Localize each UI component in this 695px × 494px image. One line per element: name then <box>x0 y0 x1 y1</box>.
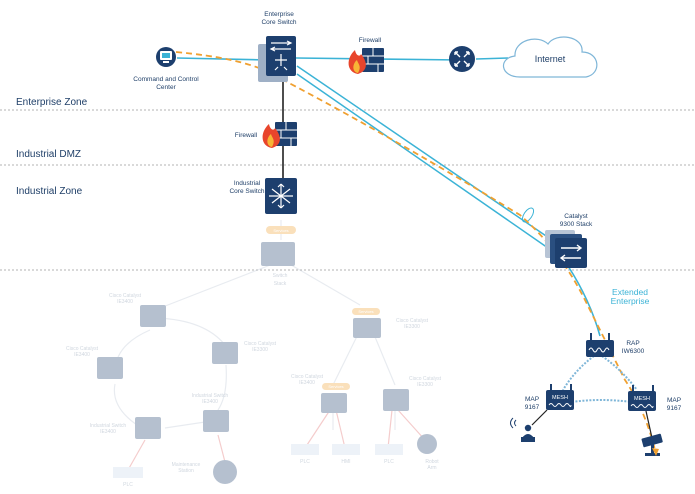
command-center[interactable]: Command and Control Center <box>133 47 199 91</box>
link-aggregation-ring <box>521 207 535 223</box>
catalyst-9300-stack[interactable]: Catalyst 9300 Stack <box>545 213 593 268</box>
map-9167-right[interactable]: MESH MAP 9167 <box>628 385 682 412</box>
zone-label-enterprise: Enterprise Zone <box>16 97 88 108</box>
extended-enterprise-label-2: Enterprise <box>611 296 650 306</box>
faded-ie3300-c-2: IE3300 <box>417 382 433 388</box>
data-path-arrowhead <box>652 448 659 456</box>
rap-label-1: RAP <box>626 340 639 347</box>
map-left-label-1: MAP <box>525 396 539 403</box>
faded-hmi: HMI <box>341 459 350 465</box>
worker-icon[interactable] <box>510 417 536 442</box>
command-center-label-1: Command and Control <box>133 76 199 83</box>
mesh-links <box>562 355 638 403</box>
faded-plc-1: PLC <box>123 482 133 488</box>
map-9167-left[interactable]: MESH MAP 9167 <box>525 384 574 411</box>
faded-indswitch-b-1: Industrial Switch <box>90 423 127 429</box>
faded-ie3300-a-1: Cisco Catalyst <box>244 341 277 347</box>
faded-maintenance-1: Maintenance <box>172 462 201 468</box>
catalyst-label-2: 9300 Stack <box>560 221 593 228</box>
faded-robot-2: Arm <box>427 465 436 471</box>
camera-icon[interactable] <box>641 433 663 456</box>
link-core-to-catalyst-a <box>296 65 553 241</box>
core-switch-label-2: Core Switch <box>261 19 296 26</box>
rap-label-2: IW6300 <box>622 348 645 355</box>
faded-indswitch-a-1: Industrial Switch <box>192 393 229 399</box>
faded-ie3400-c-2: IE3400 <box>299 380 315 386</box>
mesh-label-right: MESH <box>634 396 650 402</box>
faded-ie3300-a-2: IE3300 <box>252 347 268 353</box>
faded-pill-1: Services <box>273 228 288 233</box>
faded-ie3400-c-1: Cisco Catalyst <box>291 374 324 380</box>
enterprise-core-switch[interactable]: Enterprise Core Switch <box>258 11 297 82</box>
zone-label-industrial: Industrial Zone <box>16 186 83 197</box>
link-router-to-internet <box>475 57 509 60</box>
internet-label: Internet <box>535 54 566 64</box>
faded-ie3400-b-2: IE3400 <box>74 352 90 358</box>
faded-indswitch-b-2: IE3400 <box>100 429 116 435</box>
industrial-core-label-2: Core Switch <box>229 188 264 195</box>
faded-indswitch-a-2: IE3400 <box>202 399 218 405</box>
faded-ie3400-a-1: Cisco Catalyst <box>109 293 142 299</box>
firewall-dmz[interactable]: Firewall <box>235 122 297 148</box>
industrial-core-label-1: Industrial <box>234 180 261 187</box>
catalyst-label-1: Catalyst <box>564 213 588 220</box>
link-core-to-command <box>176 57 268 61</box>
map-right-label-2: 9167 <box>667 405 682 412</box>
faded-label-switch-stack-2: Stack <box>274 281 287 287</box>
mesh-label-left: MESH <box>552 395 568 401</box>
link-catalyst-to-rap <box>567 265 601 337</box>
zone-label-dmz: Industrial DMZ <box>16 149 81 160</box>
internet-cloud[interactable]: Internet <box>503 36 598 78</box>
map-left-label-2: 9167 <box>525 404 540 411</box>
extended-enterprise-label-1: Extended <box>612 287 648 297</box>
firewall-top-label: Firewall <box>359 37 382 44</box>
industrial-core-switch[interactable]: Industrial Core Switch <box>229 178 297 214</box>
firewall-dmz-label: Firewall <box>235 132 258 139</box>
rap-iw6300[interactable]: RAP IW6300 <box>586 333 645 357</box>
link-map-to-camera <box>645 410 653 439</box>
faded-maintenance-2: Station <box>178 468 194 474</box>
router[interactable] <box>449 46 475 72</box>
core-switch-label-1: Enterprise <box>264 11 294 18</box>
link-core-to-catalyst-b <box>296 73 549 249</box>
faded-ie3400-b-1: Cisco Catalyst <box>66 346 99 352</box>
faded-industrial-network: Switch Stack Services Services Services … <box>66 220 442 488</box>
faded-pill-3: Services <box>328 384 343 389</box>
faded-label-switch-stack-1: Switch <box>273 273 288 279</box>
faded-robot-1: Robot <box>425 459 439 465</box>
faded-ie3300-b-2: IE3300 <box>404 324 420 330</box>
link-map-to-worker <box>531 409 548 426</box>
faded-ie3300-c-1: Cisco Catalyst <box>409 376 442 382</box>
firewall-top[interactable]: Firewall <box>348 37 384 74</box>
faded-ie3300-b-1: Cisco Catalyst <box>396 318 429 324</box>
faded-plc-3: PLC <box>384 459 394 465</box>
command-center-label-2: Center <box>156 84 176 91</box>
faded-plc-2: PLC <box>300 459 310 465</box>
map-right-label-1: MAP <box>667 397 681 404</box>
faded-ie3400-a-2: IE3400 <box>117 299 133 305</box>
faded-pill-2: Services <box>358 309 373 314</box>
